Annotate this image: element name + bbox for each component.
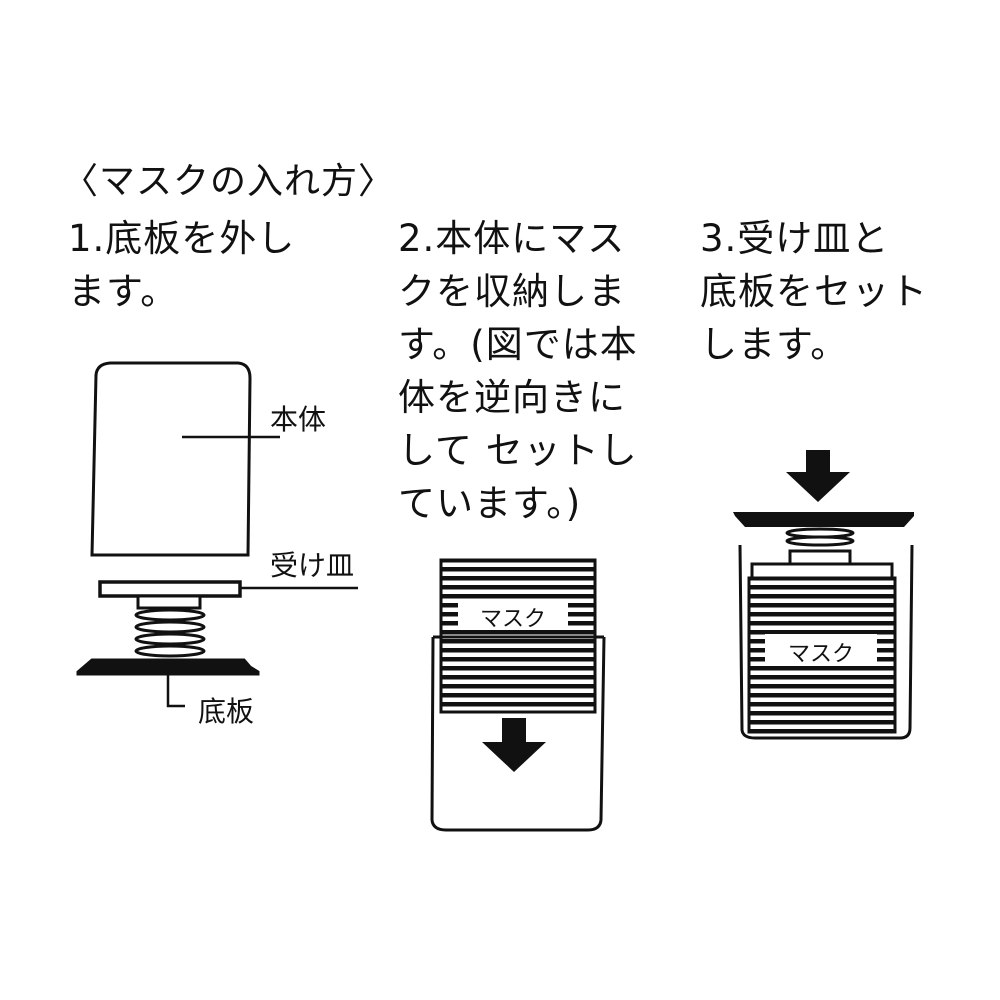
base-plate xyxy=(76,658,260,676)
tray-outline xyxy=(750,562,894,580)
body-outline xyxy=(90,361,252,557)
step-2-text: 2.本体にマス クを収納しま す。(図では本 体を逆向きに して セットし てい… xyxy=(398,217,638,525)
spring xyxy=(134,608,206,658)
step-3-text: 3.受け皿と 底板をセット します。 xyxy=(700,217,928,366)
step-1-text: 1.底板を外し ます。 xyxy=(68,217,296,313)
label-body: 本体 xyxy=(270,403,327,436)
mask-label: マスク xyxy=(480,607,547,632)
down-arrow-icon xyxy=(482,718,546,772)
mask-label: マスク xyxy=(788,642,855,667)
page-title: 〈マスクの入れ方〉 xyxy=(62,161,396,202)
label-base: 底板 xyxy=(198,695,255,728)
down-arrow-icon xyxy=(786,450,850,502)
body-container xyxy=(430,636,606,832)
base-plate xyxy=(733,512,914,527)
label-tray: 受け皿 xyxy=(270,549,355,582)
body-container xyxy=(738,544,914,740)
